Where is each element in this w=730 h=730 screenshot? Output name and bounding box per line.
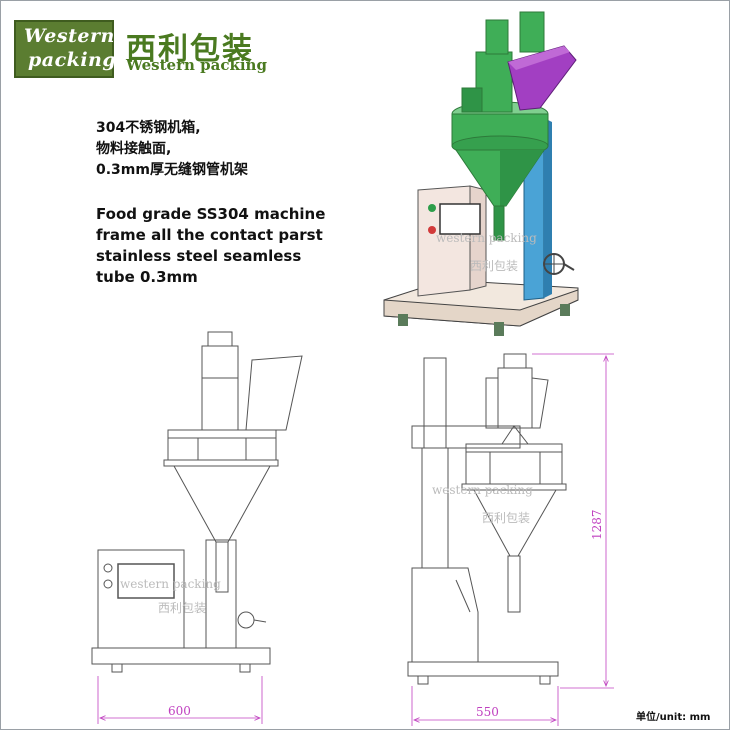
spec-text-chinese: 304不锈钢机箱, 物料接触面, 0.3mm厚无缝钢管机架 — [96, 118, 248, 181]
watermark-text: western packing — [120, 577, 221, 591]
spec-en-line: stainless steel seamless — [96, 247, 302, 265]
watermark-text-cn: 西利包装 — [470, 259, 518, 273]
machine-side-view — [407, 353, 567, 685]
spec-cn-line: 物料接触面, — [96, 141, 172, 157]
spec-en-line: Food grade SS304 machine — [96, 205, 326, 223]
logo-text-line2: packing — [28, 49, 117, 71]
dimension-label-600: 600 — [168, 704, 191, 718]
brand-name-chinese: 西利包装 — [126, 32, 254, 67]
front-width-dimension: 600 — [97, 676, 263, 724]
spec-cn-line: 304不锈钢机箱, — [96, 120, 201, 136]
spec-en-line: tube 0.3mm — [96, 268, 198, 286]
spec-text-english: Food grade SS304 machine frame all the c… — [96, 204, 325, 288]
spec-en-line: frame all the contact parst — [96, 226, 323, 244]
dimension-label-550: 550 — [476, 705, 499, 719]
logo-text-line1: Western — [24, 25, 115, 47]
machine-front-view — [91, 331, 303, 673]
side-width-dimension: 550 — [411, 686, 559, 726]
watermark-text-cn: 西利包装 — [158, 601, 206, 615]
spec-cn-line: 0.3mm厚无缝钢管机架 — [96, 162, 248, 178]
machine-3d-render: western packing 西利包装 — [383, 11, 579, 336]
watermark-text: western packing — [432, 483, 533, 497]
watermark-text: western packing — [436, 231, 537, 245]
unit-label: 单位/unit: mm — [636, 712, 711, 723]
dimension-label-1287: 1287 — [590, 509, 604, 540]
height-dimension: 1287 — [532, 353, 614, 689]
watermark-text-cn: 西利包装 — [482, 511, 530, 525]
brand-name-english: Western packing — [126, 56, 267, 74]
company-logo: Western packing — [14, 20, 117, 78]
